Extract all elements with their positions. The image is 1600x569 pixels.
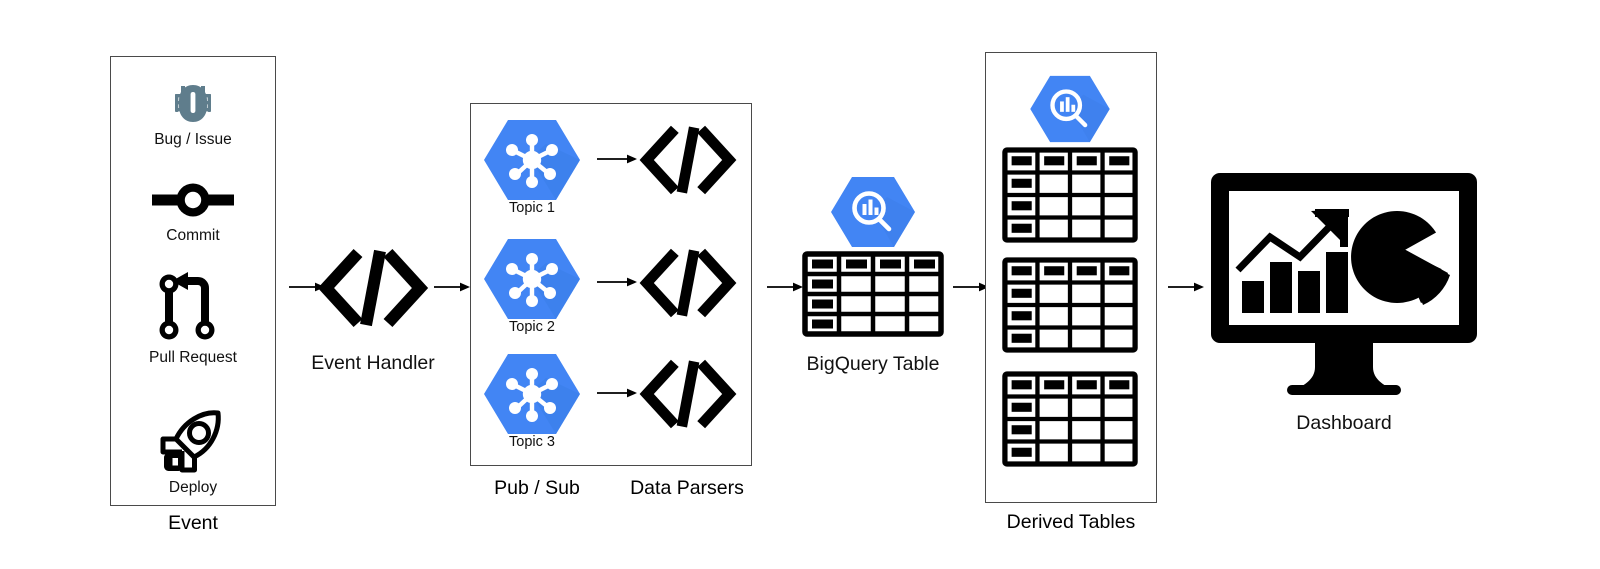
bigquery-table-label: BigQuery Table [806, 353, 940, 375]
table-icon [802, 251, 944, 337]
commit-icon [152, 180, 234, 220]
arrow-parsers-to-bigquery [767, 277, 803, 297]
table-icon [1002, 257, 1138, 353]
data-parsers-group-label: Data Parsers [630, 477, 744, 499]
arrow-bigquery-to-derived [953, 277, 989, 297]
pubsub-hexagon-icon [484, 352, 580, 436]
monitor-chart-icon [1207, 169, 1481, 397]
topic-label-1: Topic 1 [509, 200, 555, 216]
event-item-label-commit: Commit [166, 227, 220, 244]
bigquery-hexagon-icon [1030, 74, 1110, 144]
event-item-label-deploy: Deploy [168, 479, 218, 496]
pull-request-icon [158, 272, 226, 342]
code-icon [639, 124, 737, 196]
table-icon [1002, 147, 1138, 243]
bug-icon [163, 78, 223, 126]
arrow-topic-3-to-parser [597, 383, 637, 403]
event-handler-label: Event Handler [311, 352, 435, 374]
rocket-icon [158, 408, 226, 474]
dashboard-label: Dashboard [1296, 412, 1392, 434]
table-icon [1002, 371, 1138, 467]
pubsub-group-label: Pub / Sub [494, 477, 580, 499]
pubsub-hexagon-icon [484, 237, 580, 321]
event-item-label-pull-request: Pull Request [149, 349, 237, 366]
arrow-derived-to-dashboard [1168, 277, 1204, 297]
arrow-handler-to-pubsub [434, 277, 470, 297]
code-icon [317, 247, 429, 329]
topic-label-2: Topic 2 [509, 319, 555, 335]
arrow-topic-1-to-parser [597, 149, 637, 169]
bigquery-hexagon-icon [831, 175, 915, 249]
event-group-label: Event [168, 512, 218, 534]
topic-label-3: Topic 3 [509, 434, 555, 450]
pubsub-hexagon-icon [484, 118, 580, 202]
event-item-label-bug: Bug / Issue [154, 131, 232, 148]
code-icon [639, 358, 737, 430]
arrow-topic-2-to-parser [597, 272, 637, 292]
code-icon [639, 247, 737, 319]
derived-tables-group-label: Derived Tables [1006, 511, 1136, 533]
